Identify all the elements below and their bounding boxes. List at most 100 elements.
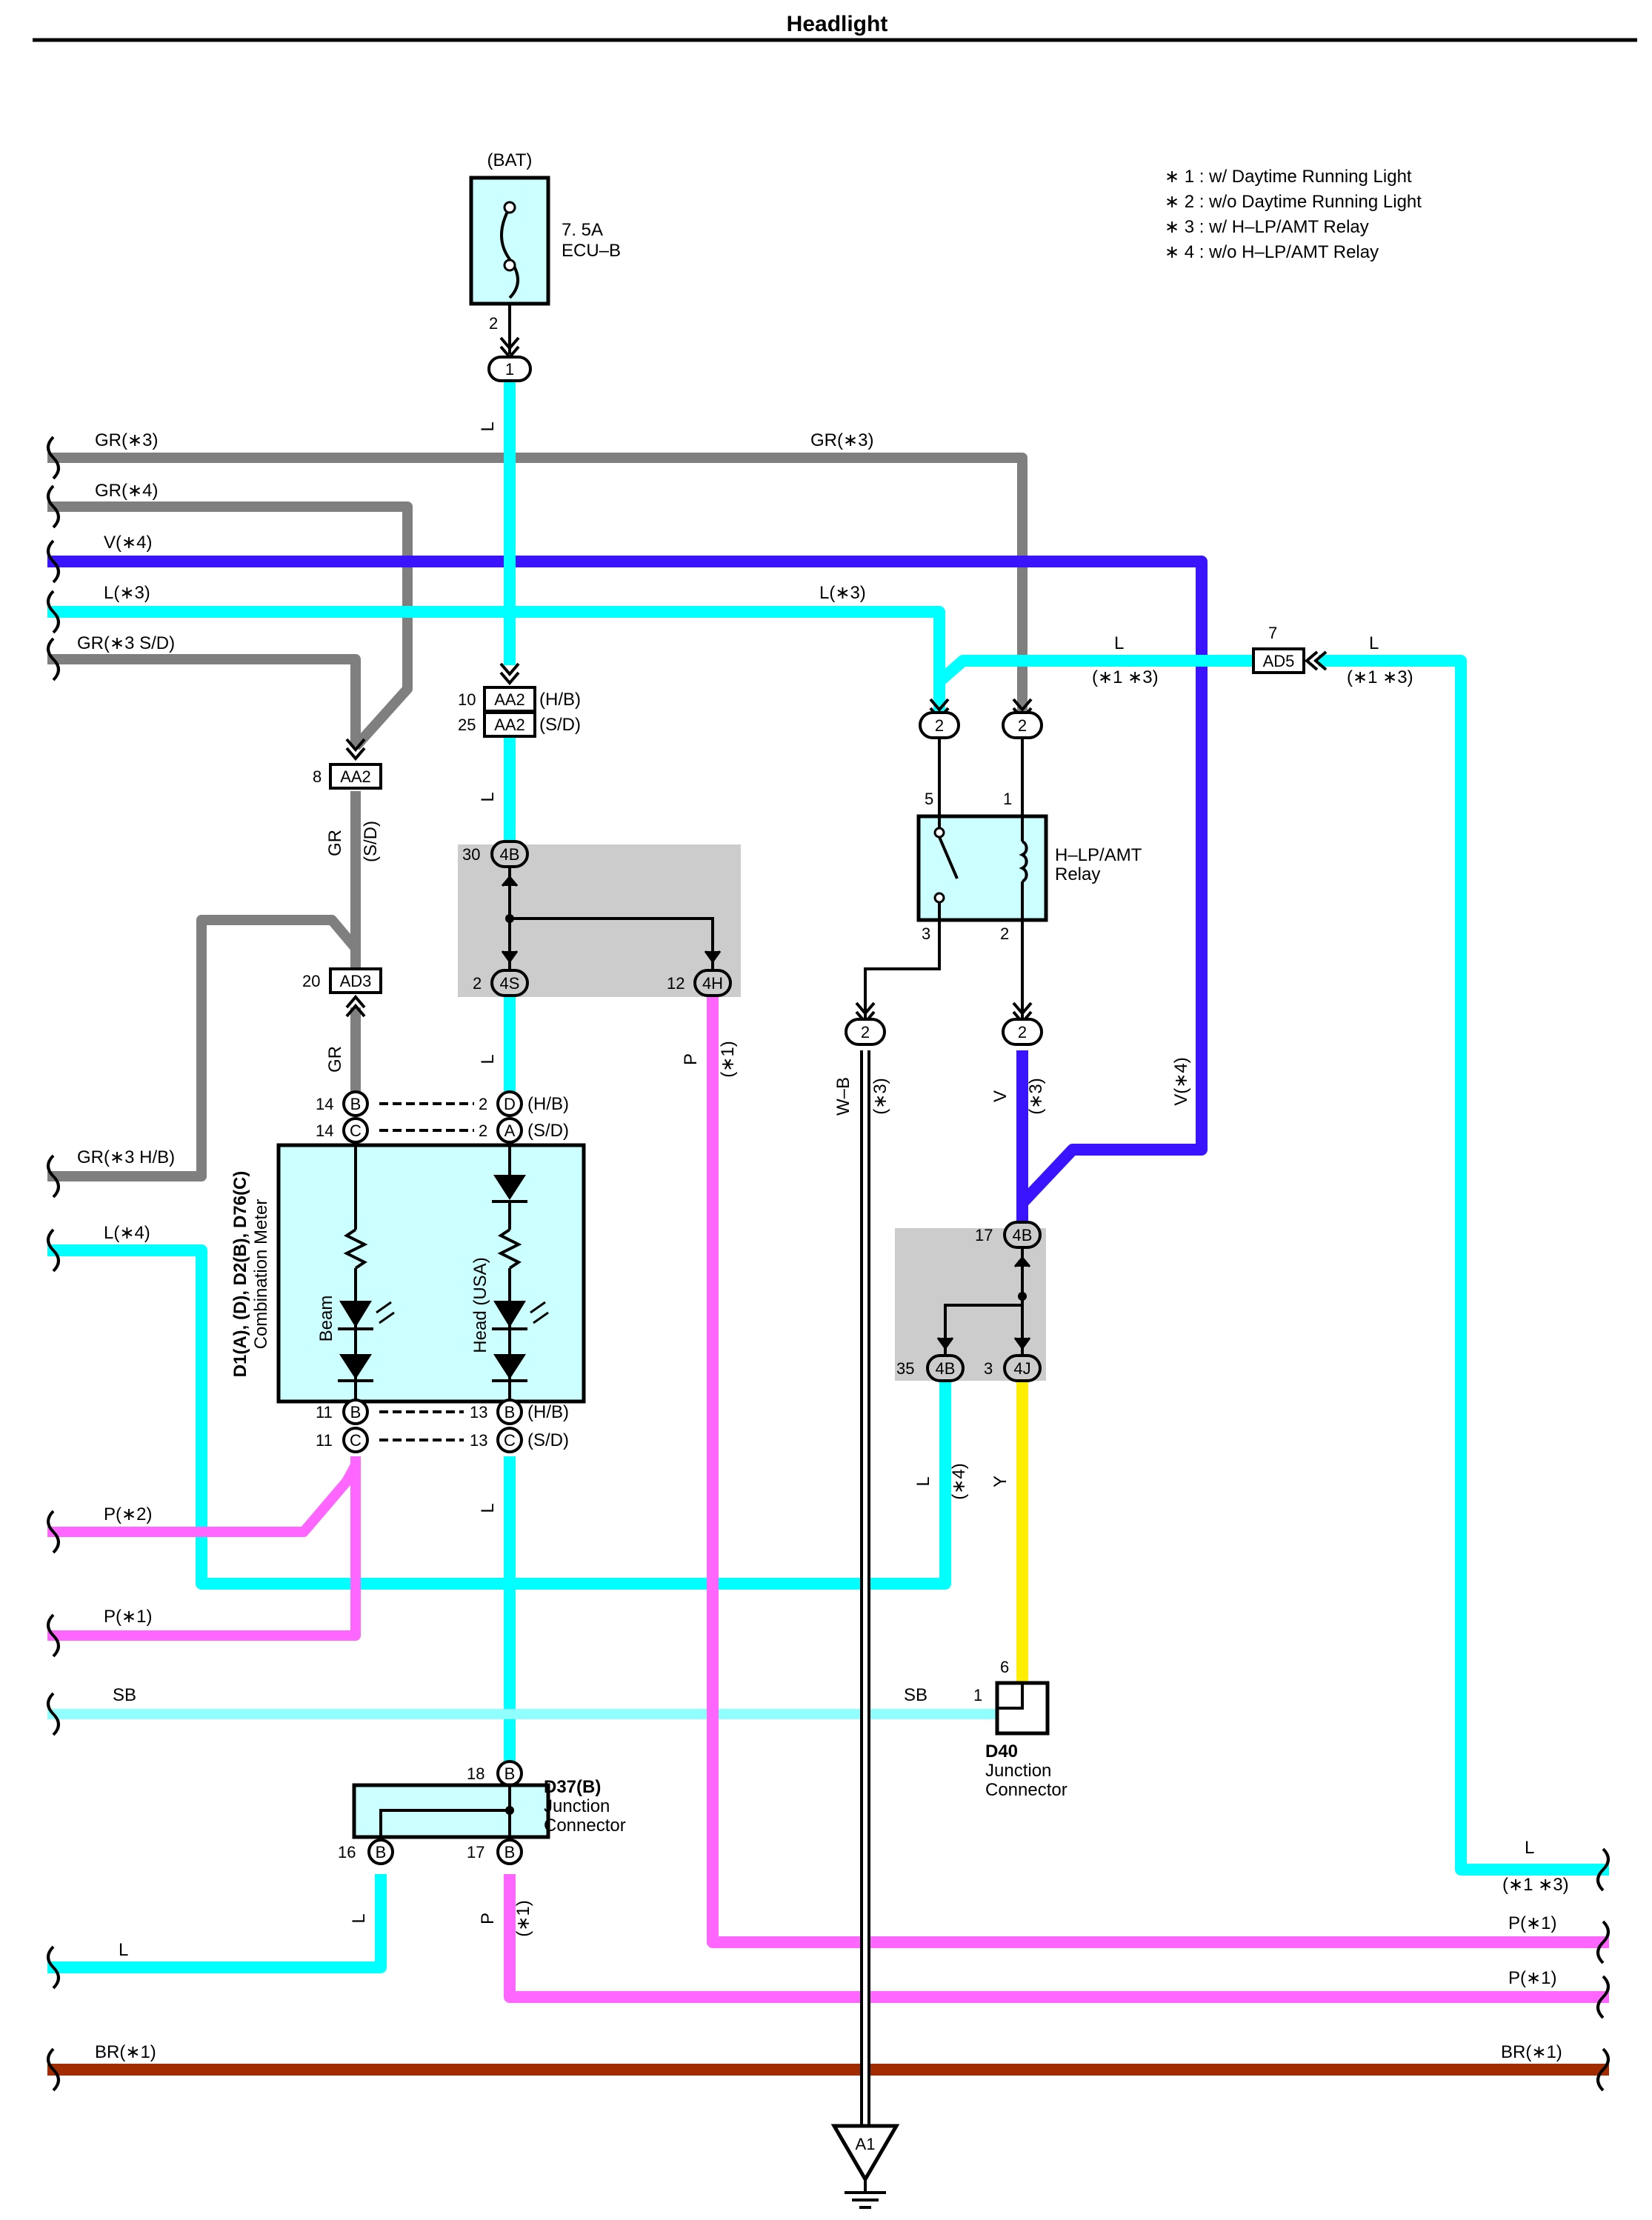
connector-label: 4B: [936, 1359, 956, 1378]
connector-label: AA2: [494, 716, 525, 734]
pin-number: 30: [462, 845, 480, 864]
pin-note: (S/D): [527, 1430, 569, 1450]
light-rays-icon: [376, 1301, 395, 1324]
meter-ids: D1(A), (D), D2(B), D76(C): [230, 1171, 250, 1378]
d40-id: D40: [985, 1741, 1018, 1761]
combination-meter: B 14 C 14 D 2 (H/B) A 2 (S/D) Beam: [230, 1090, 586, 1453]
pin-number: 14: [316, 1095, 333, 1113]
wire-label: P(∗1): [104, 1607, 152, 1627]
wire-label: L: [478, 1503, 498, 1513]
wire-l-d37: [47, 1874, 387, 1973]
pin-letter: B: [350, 1403, 362, 1421]
wire-label: V(∗4): [1171, 1057, 1191, 1105]
wire-gr4: [47, 501, 413, 750]
pin-number: 10: [458, 690, 476, 709]
fuse-source: (BAT): [487, 150, 533, 170]
connector-label: AD3: [340, 972, 372, 990]
wire-label: (∗1): [513, 1900, 533, 1936]
legend: ∗ 1 : w/ Daytime Running Light ∗ 2 : w/o…: [1165, 167, 1422, 262]
pin-number: 2: [935, 716, 944, 735]
chevron-down-icon: [499, 662, 520, 686]
wire-label: P: [478, 1913, 498, 1924]
wire-label: GR(∗4): [95, 481, 158, 501]
chevron-down-icon: [345, 738, 366, 761]
pin-letter: A: [504, 1121, 516, 1140]
pin-number: 2: [479, 1121, 487, 1140]
wire-l-right: [1319, 655, 1609, 1876]
connector-label: AD5: [1263, 652, 1295, 670]
connector-label: 4H: [702, 974, 723, 993]
left-wire-labels: GR(∗3) GR(∗4) V(∗4) L(∗3) GR(∗3 S/D) GR(…: [77, 430, 175, 2062]
wire-label: L(∗3): [819, 583, 866, 603]
wire-label: L: [478, 792, 498, 801]
wire-label: P(∗1): [1508, 1968, 1556, 1988]
arrow-up-icon: [501, 875, 519, 887]
legend-item: ∗ 2 : w/o Daytime Running Light: [1165, 192, 1422, 212]
wire-label: V: [990, 1090, 1010, 1102]
wire-label: (∗1 ∗3): [1347, 667, 1413, 687]
vertical-wire-labels: L L L L GR (S/D) GR P (∗1) W–B (∗3) V (∗…: [325, 421, 1191, 1936]
pin-number: 2: [1018, 716, 1027, 735]
wire-label: P: [681, 1053, 701, 1065]
wire-label: L(∗3): [104, 583, 150, 603]
pin-letter: B: [504, 1403, 516, 1421]
d40-name: Connector: [985, 1780, 1068, 1800]
chevron-up-icon: [345, 994, 366, 1018]
wire-p-d37: [504, 1874, 1609, 2003]
diode-icon: [339, 1354, 372, 1379]
pin-number: 7: [1268, 624, 1277, 642]
legend-item: ∗ 1 : w/ Daytime Running Light: [1165, 167, 1412, 187]
pin-number: 6: [1000, 1658, 1009, 1676]
wire-label: (∗3): [1026, 1078, 1046, 1114]
head-label: Head (USA): [470, 1257, 490, 1353]
wire-label: GR(∗3): [810, 430, 873, 450]
connector-ad5: AD5 7: [1252, 624, 1328, 674]
meter-name: Combination Meter: [251, 1199, 271, 1350]
junction-block-upper-connectors: 4B 30 4S 2 4H 12: [462, 840, 732, 997]
pin-letter: B: [376, 1843, 387, 1861]
led-icon: [339, 1301, 372, 1327]
pin-number: 11: [316, 1431, 333, 1450]
ground-a1: A1: [830, 2124, 900, 2209]
wire-label: L(∗4): [104, 1223, 150, 1243]
connector-aa2-center: AA2 10 (H/B) AA2 25 (S/D): [458, 662, 581, 738]
pin-number: 17: [467, 1843, 484, 1861]
diode-icon: [493, 1175, 526, 1200]
pin-number: 11: [316, 1403, 333, 1421]
wire-label: (S/D): [361, 821, 381, 862]
connector-label: 4B: [1013, 1226, 1033, 1244]
pin-number: 2: [479, 1095, 487, 1113]
relay-name: Relay: [1055, 864, 1100, 884]
light-rays-icon: [530, 1301, 549, 1324]
pin-number: 17: [975, 1226, 993, 1244]
pin-letter: C: [504, 1431, 516, 1450]
right-breaks: [1596, 1847, 1610, 2092]
junction-block-lower-connectors: 4B 17 4B 35 4J 3: [896, 1221, 1042, 1382]
pin-number: 13: [470, 1403, 487, 1421]
connector-ad3: AD3 20: [302, 967, 382, 1018]
wire-label: GR: [325, 1046, 345, 1073]
pin-number: 16: [338, 1843, 356, 1861]
arrow-down-icon: [936, 1337, 954, 1350]
connector-label: 4S: [500, 974, 520, 993]
wire-label: L: [119, 1940, 128, 1960]
wire-label: L: [913, 1476, 933, 1486]
led-icon: [493, 1301, 526, 1327]
left-breaks: [47, 436, 60, 2092]
pin-number: 2: [1000, 924, 1009, 943]
d37-name: Connector: [544, 1816, 626, 1836]
wire-label: L: [1369, 633, 1379, 653]
relay-coil-icon: [1019, 840, 1028, 883]
wire-label: (∗1): [718, 1041, 738, 1077]
fuse-connector: 1: [505, 360, 514, 379]
pin-number: 12: [667, 974, 685, 993]
wire-label: L: [478, 421, 498, 431]
beam-label: Beam: [316, 1296, 336, 1342]
arrow-down-icon: [501, 950, 519, 964]
wire-v4: [47, 556, 1208, 1207]
chevron-left-icon: [1304, 650, 1328, 671]
pin-number: 13: [470, 1431, 487, 1450]
arrow-up-icon: [1013, 1256, 1031, 1267]
wire-label: L: [349, 1913, 369, 1923]
